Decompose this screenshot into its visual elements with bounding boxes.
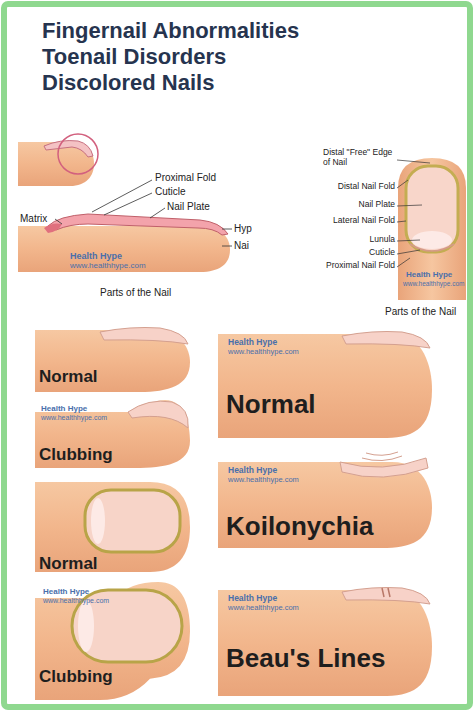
- watermark: www.healthhype.com: [403, 280, 464, 287]
- part-label: Matrix: [20, 213, 47, 225]
- part-label: Proximal Fold: [155, 172, 216, 184]
- part-label: Parts of the Nail: [385, 306, 456, 318]
- watermark: www.healthhype.com: [43, 597, 109, 605]
- part-label: Distal Nail Fold: [338, 182, 395, 192]
- watermark: Health Hype: [228, 466, 277, 475]
- part-label: Hyp: [234, 223, 252, 235]
- watermark: Health Hype: [406, 270, 452, 279]
- watermark: www.healthhype.com: [70, 261, 146, 270]
- part-label: Lateral Nail Fold: [333, 216, 395, 226]
- finger-panel: Health Hypewww.healthhype.comKoilonychia: [218, 458, 432, 548]
- watermark: Health Hype: [228, 594, 277, 603]
- part-label: Nail Plate: [359, 200, 395, 210]
- part-label: Lunula: [369, 235, 395, 245]
- watermark: Health Hype: [43, 588, 89, 597]
- watermark: Health Hype: [41, 405, 87, 414]
- condition-label: Clubbing: [39, 446, 113, 465]
- watermark: www.healthhype.com: [228, 476, 299, 484]
- part-label: Distal "Free" Edge of Nail: [323, 148, 395, 168]
- condition-label: Normal: [39, 368, 98, 387]
- side-nail-diagram: [18, 134, 232, 272]
- part-label: Cuticle: [155, 186, 186, 198]
- condition-label: Beau's Lines: [226, 644, 385, 673]
- watermark: Health Hype: [228, 338, 277, 347]
- part-label: Cuticle: [369, 248, 395, 258]
- watermark: www.healthhype.com: [228, 604, 299, 612]
- part-label: Nail Plate: [167, 201, 210, 213]
- finger-panel: Health Hypewww.healthhype.comNormal: [218, 330, 432, 438]
- part-label: Parts of the Nail: [100, 287, 171, 299]
- finger-panel: Health Hypewww.healthhype.comBeau's Line…: [218, 586, 432, 696]
- finger-panel: Normal: [35, 326, 190, 392]
- part-label: Proximal Nail Fold: [326, 261, 395, 271]
- condition-label: Clubbing: [39, 668, 113, 687]
- condition-label: Normal: [39, 555, 98, 574]
- finger-panel: Health Hypewww.healthhype.comClubbing: [35, 400, 190, 468]
- finger-panel: Normal: [35, 478, 190, 576]
- condition-label: Normal: [226, 390, 316, 419]
- part-label: Nai: [234, 240, 249, 252]
- condition-label: Koilonychia: [226, 512, 373, 541]
- watermark: www.healthhype.com: [41, 414, 107, 422]
- watermark: www.healthhype.com: [228, 348, 299, 356]
- watermark: Health Hype: [70, 251, 122, 261]
- top-nail-diagram: [397, 158, 466, 300]
- page-title: Fingernail Abnormalities Toenail Disorde…: [42, 18, 304, 96]
- finger-panel: Health Hypewww.healthhype.comClubbing: [35, 582, 190, 700]
- green-frame: [4, 4, 470, 707]
